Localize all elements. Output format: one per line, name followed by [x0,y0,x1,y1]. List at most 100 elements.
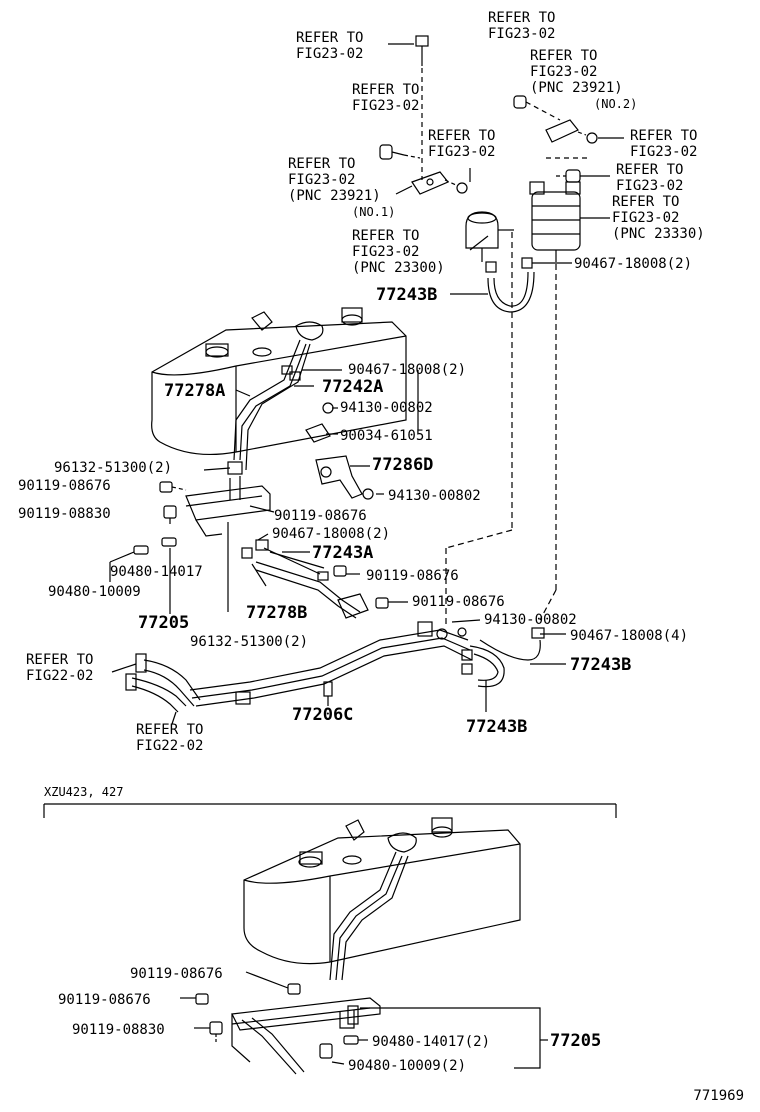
nut-no2 [577,131,598,144]
refer-fig23-02-pnc23921-no1-label-line-1: REFER TO [288,156,355,172]
refer-fig22-02-label-line-1: REFER TO [136,722,203,738]
refer-fig23-02-pnc23921-no2-label-line-3: (PNC 23921) [530,80,623,96]
bolt-top-right [513,95,561,121]
part-label-77205: 77205 [550,1031,601,1051]
hose-clamps-upper [281,365,301,381]
part-label-77206c: 77206C [292,705,353,725]
refer-fig23-02-label-line-1: REFER TO [296,30,363,46]
bolt-90119-08676-d [375,597,389,609]
fuel-pipe-clamp-no1 [411,171,449,195]
refer-fig23-02-label-line-1: REFER TO [428,128,495,144]
refer-fig23-02-label-line-1: REFER TO [630,128,697,144]
part-label-90034-61051: 90034-61051 [340,428,433,444]
bracket-77286D [315,455,363,499]
part-label-90119-08830: 90119-08830 [18,506,111,522]
refer-fig23-02-pnc23921-no2-label-line-1: REFER TO [530,48,597,64]
hose-to-fig22-02 [125,653,201,713]
hose-77243B-top [487,271,535,313]
refer-fig22-02-label-line-2: FIG22-02 [26,668,93,684]
part-label-77278a: 77278A [164,381,225,401]
clamp-90034-61051 [305,423,331,443]
part-label-90467-18008-2-: 90467-18008(2) [348,362,466,378]
refer-fig23-02-label-line-2: FIG23-02 [630,144,697,160]
part-label-77286d: 77286D [372,455,433,475]
bolt-90119-08676-a [159,481,187,493]
hose-77243A [241,539,329,581]
bolt-90119-08830-a [163,505,177,524]
refer-fig23-02-pnc23300-label-line-1: REFER TO [352,228,419,244]
bolt-90480 [133,537,177,555]
bolt-90119-08676-c [333,565,347,577]
part-label-90119-08676: 90119-08676 [412,594,505,610]
part-label-77242a: 77242A [322,377,383,397]
part-label-77205: 77205 [138,613,189,633]
fuel-tank-variant [243,817,521,965]
part-label-90480-14017: 90480-14017 [110,564,203,580]
bolts-variant [195,983,359,1059]
part-label-90119-08676: 90119-08676 [274,508,367,524]
refer-fig23-02-label-line-2: FIG23-02 [488,26,555,42]
fuel-pipe-clamp-no2 [545,119,579,143]
part-label-77243b: 77243B [466,717,527,737]
part-label-90119-08676: 90119-08676 [130,966,223,982]
part-label-77243a: 77243A [312,543,373,563]
nut-94130-00802-b [362,488,374,500]
bolt-left-bracket [379,144,421,160]
part-label-90480-10009: 90480-10009 [48,584,141,600]
fuel-pipe-77206C [189,621,473,707]
pipe-77278B [255,561,361,619]
refer-fig23-02-pnc23921-no1-label-no: (NO.1) [352,205,395,219]
hose-clamp-pump [485,257,533,273]
part-label-90480-14017-2-: 90480-14017(2) [372,1034,490,1050]
variant-section-bracket [43,803,617,818]
refer-fig23-02-label-line-2: FIG23-02 [352,98,419,114]
hose-77243B-lower [461,627,545,688]
refer-fig23-02-pnc23330-label-line-2: FIG23-02 [612,210,679,226]
part-label-90480-10009-2-: 90480-10009(2) [348,1058,466,1074]
pipe-77278A [233,339,307,461]
refer-fig23-02-label-line-2: FIG23-02 [296,46,363,62]
refer-fig22-02-label-line-1: REFER TO [26,652,93,668]
bolt-filter-bracket [556,169,581,183]
part-label-94130-00802: 94130-00802 [484,612,577,628]
fuel-pump-assembly [465,211,514,262]
refer-fig23-02-pnc23921-no1-label-line-3: (PNC 23921) [288,188,381,204]
refer-fig23-02-label-line-1: REFER TO [488,10,555,26]
pipe-bracket-77205-variant [231,997,381,1075]
clamp-mid-frame [337,593,369,619]
part-label-90467-18008-2-: 90467-18008(2) [574,256,692,272]
refer-fig23-02-pnc23921-no2-label-no: (NO.2) [594,97,637,111]
refer-fig23-02-pnc23921-no1-label-line-2: FIG23-02 [288,172,355,188]
nut-no1 [444,179,468,194]
fuel-filter-assembly [529,181,581,262]
part-label-77243b: 77243B [570,655,631,675]
part-label-90119-08676: 90119-08676 [18,478,111,494]
part-label-90119-08830: 90119-08830 [72,1022,165,1038]
variant-label: XZU423, 427 [44,785,123,799]
refer-fig23-02-label-line-2: FIG23-02 [428,144,495,160]
refer-fig23-02-pnc23300-label-line-2: FIG23-02 [352,244,419,260]
refer-fig23-02-pnc23921-no2-label-line-2: FIG23-02 [530,64,597,80]
pipes-variant [329,851,409,981]
part-label-90467-18008-4-: 90467-18008(4) [570,628,688,644]
part-label-96132-51300-2-: 96132-51300(2) [190,634,308,650]
part-label-77243b: 77243B [376,285,437,305]
refer-fig22-02-label-line-2: FIG22-02 [136,738,203,754]
refer-fig23-02-pnc23330-label-line-3: (PNC 23330) [612,226,705,242]
refer-fig23-02-pnc23300-label-line-3: (PNC 23300) [352,260,445,276]
nut-94130-00802-a [322,402,334,414]
pipe-77242A [245,343,311,471]
nut-94130-00802-c [436,627,467,640]
part-label-90119-08676: 90119-08676 [58,992,151,1008]
refer-fig23-02-label-line-2: FIG23-02 [616,178,683,194]
refer-fig23-02-label-line-1: REFER TO [352,82,419,98]
part-label-90467-18008-2-: 90467-18008(2) [272,526,390,542]
part-label-94130-00802: 94130-00802 [340,400,433,416]
part-label-77278b: 77278B [246,603,307,623]
part-label-96132-51300-2-: 96132-51300(2) [54,460,172,476]
top-bolt-upper [415,35,429,180]
part-label-94130-00802: 94130-00802 [388,488,481,504]
fuel-tank-main [151,307,407,456]
